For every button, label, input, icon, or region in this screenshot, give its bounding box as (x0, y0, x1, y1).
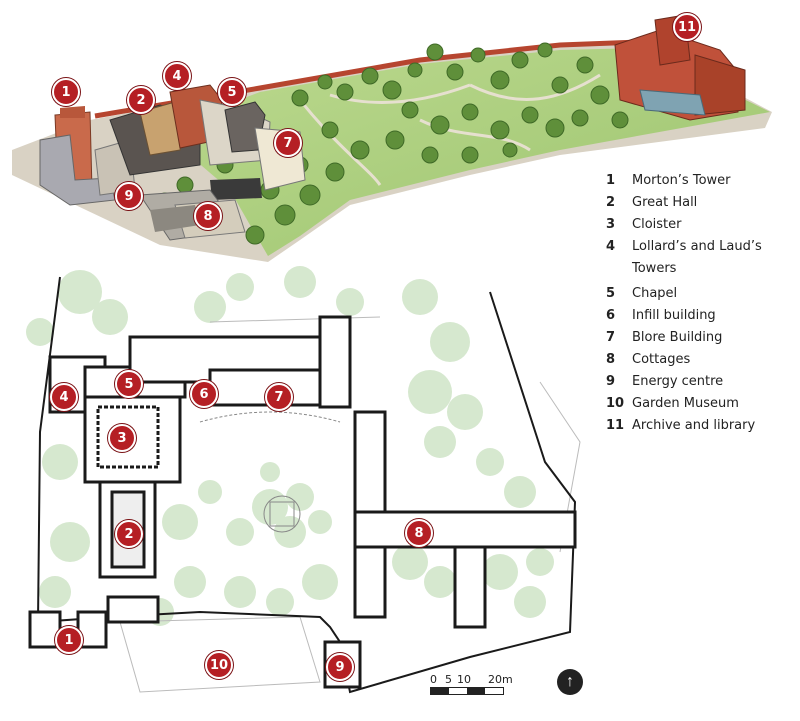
legend-number: 3 (606, 217, 616, 232)
scale-segment (431, 688, 449, 694)
legend-number: 7 (606, 330, 616, 345)
legend-item-4: 4 Lollard’s and Laud’s Towers (606, 238, 796, 280)
marker-1-aerial: 1 (52, 78, 80, 106)
legend: 1 Morton’s Tower 2 Great Hall 3 Cloister 4 L… (606, 172, 796, 439)
marker-4-plan: 4 (50, 383, 78, 411)
scale-label: 10 (457, 673, 471, 686)
legend-label: Blore Building (632, 330, 723, 345)
legend-item-1: 1 Morton’s Tower (606, 172, 796, 189)
marker-2-aerial: 2 (127, 86, 155, 114)
marker-4-aerial: 4 (163, 62, 191, 90)
marker-7-plan: 7 (265, 383, 293, 411)
legend-item-10: 10 Garden Museum (606, 395, 796, 412)
aerial-trees (157, 42, 629, 245)
legend-label: Lollard’s and Laud’s Towers (632, 239, 762, 276)
legend-item-2: 2 Great Hall (606, 194, 796, 211)
legend-number: 8 (606, 352, 616, 367)
marker-8-aerial: 8 (194, 202, 222, 230)
plan-trees (26, 266, 554, 626)
scale-segment (449, 688, 467, 694)
legend-label: Infill building (632, 308, 716, 323)
scale-label: 5 (445, 673, 452, 686)
legend-number: 2 (606, 195, 616, 210)
legend-item-8: 8 Cottages (606, 351, 796, 368)
legend-label: Great Hall (632, 195, 698, 210)
legend-number: 1 (606, 173, 616, 188)
legend-item-5: 5 Chapel (606, 285, 796, 302)
marker-9-plan: 9 (326, 653, 354, 681)
site-plan (26, 266, 581, 694)
legend-item-11: 11 Archive and library (606, 417, 796, 434)
scale-bar-segments (430, 687, 504, 695)
marker-9-aerial: 9 (115, 182, 143, 210)
marker-5-plan: 5 (115, 370, 143, 398)
marker-2-plan: 2 (115, 520, 143, 548)
legend-number: 11 (606, 418, 625, 433)
legend-number: 5 (606, 286, 616, 301)
legend-item-7: 7 Blore Building (606, 329, 796, 346)
plan-walls (28, 315, 577, 689)
scale-label: 0 (430, 673, 437, 686)
legend-label: Garden Museum (632, 396, 739, 411)
legend-number: 9 (606, 374, 616, 389)
legend-label: Cottages (632, 352, 691, 367)
scale-segment (467, 688, 485, 694)
marker-10-plan: 10 (205, 651, 233, 679)
archive-library-building (614, 14, 746, 121)
marker-8-plan: 8 (405, 519, 433, 547)
marker-11-aerial: 11 (673, 13, 701, 41)
scale-label: 20m (488, 673, 513, 686)
scale-bar: 0 5 10 20m (430, 673, 550, 695)
marker-1-plan: 1 (55, 626, 83, 654)
scale-labels: 0 5 10 20m (430, 673, 550, 687)
legend-label: Cloister (632, 217, 682, 232)
garden-path (298, 73, 601, 186)
legend-number: 4 (606, 239, 616, 254)
marker-6-plan: 6 (190, 380, 218, 408)
legend-label: Energy centre (632, 374, 724, 389)
legend-item-9: 9 Energy centre (606, 373, 796, 390)
courtyard-motif (199, 411, 341, 533)
marker-3-plan: 3 (108, 424, 136, 452)
palace-buildings (39, 84, 306, 241)
legend-label: Archive and library (632, 418, 756, 433)
marker-7-aerial: 7 (274, 129, 302, 157)
legend-label: Chapel (632, 286, 678, 301)
legend-label: Morton’s Tower (632, 173, 731, 188)
scale-segment (485, 688, 503, 694)
legend-item-6: 6 Infill building (606, 307, 796, 324)
legend-number: 10 (606, 396, 625, 411)
marker-5-aerial: 5 (218, 78, 246, 106)
north-arrow-icon: ↑ (557, 669, 583, 695)
legend-item-3: 3 Cloister (606, 216, 796, 233)
legend-number: 6 (606, 308, 616, 323)
